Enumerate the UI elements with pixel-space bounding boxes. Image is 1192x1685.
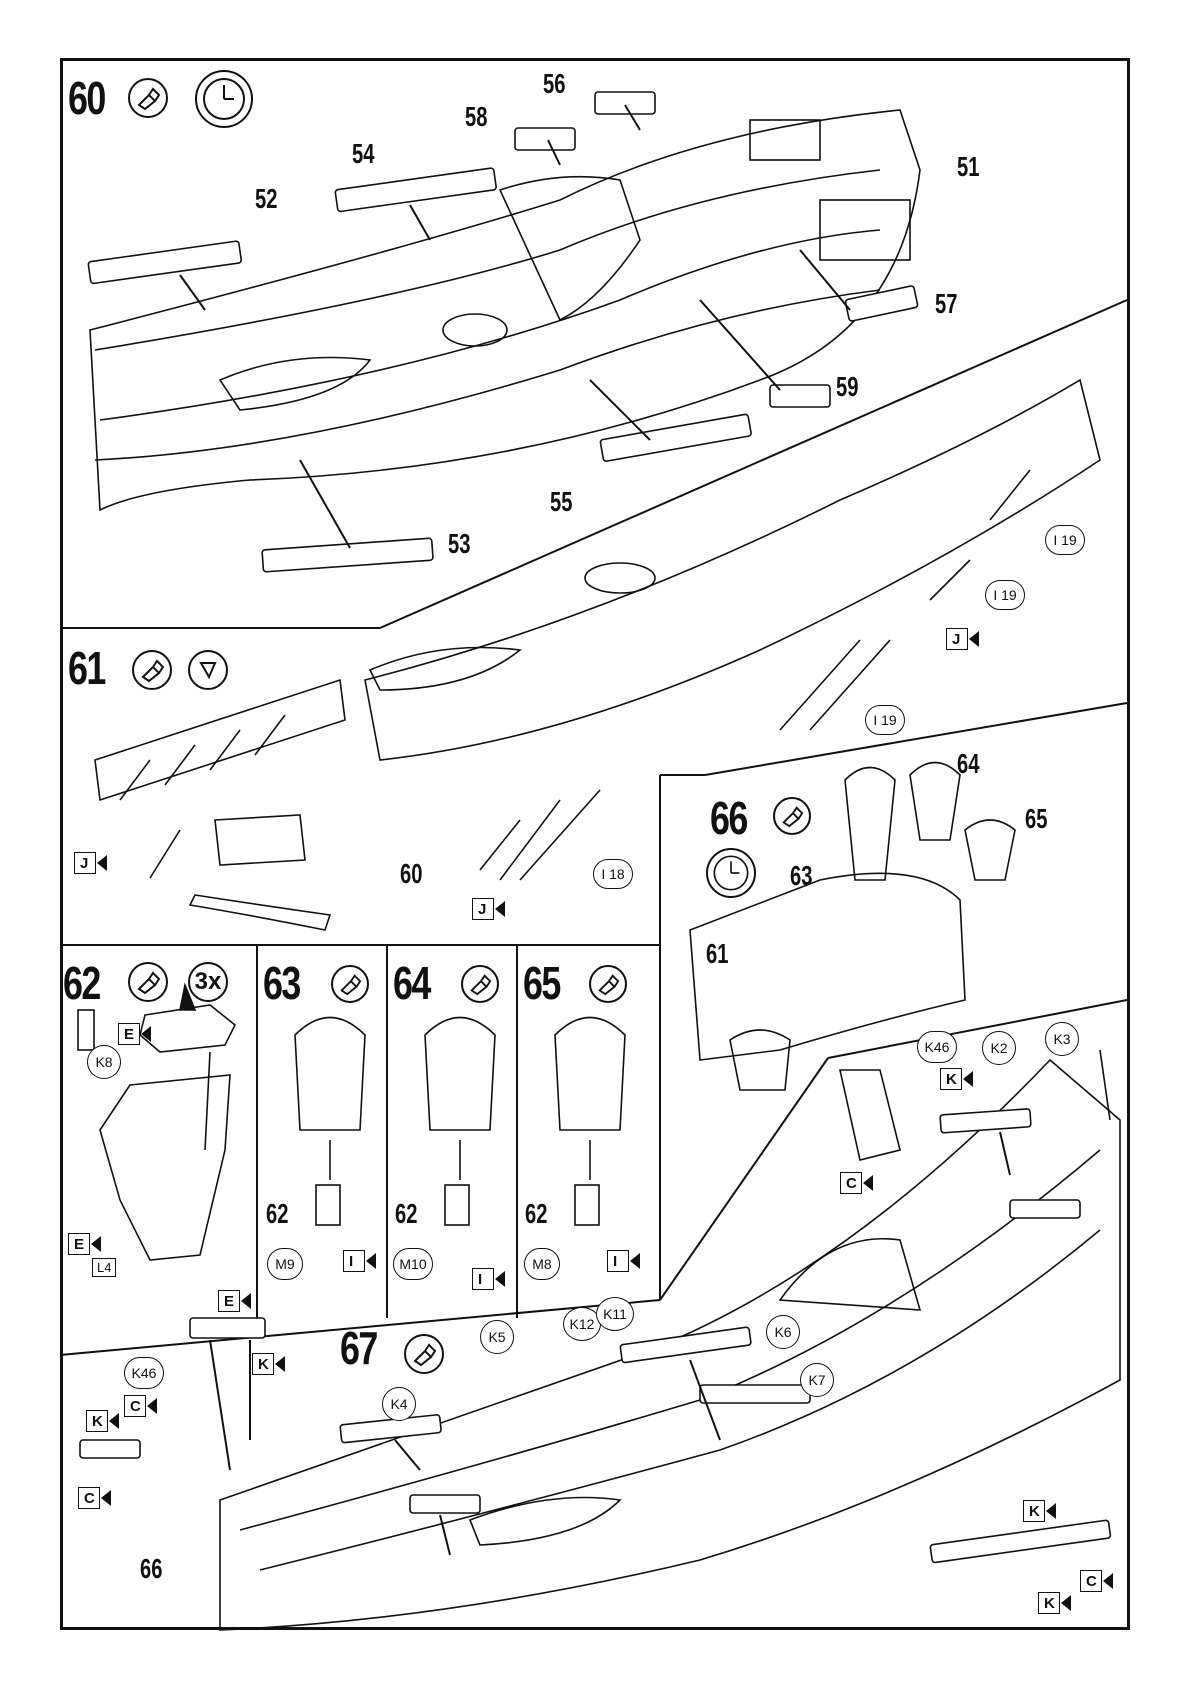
callout-m10: M10 [393, 1248, 433, 1280]
part-57: 57 [935, 290, 957, 318]
flag-k: K [86, 1410, 108, 1432]
flag-e: E [218, 1290, 240, 1312]
part-61: 61 [706, 940, 728, 968]
callout-i18: I 18 [593, 859, 633, 889]
flag-k: K [940, 1068, 962, 1090]
part-59: 59 [836, 373, 858, 401]
glue-icon [331, 965, 369, 1003]
paint-icon [188, 650, 228, 690]
callout-k8: K8 [87, 1045, 121, 1079]
part-66: 66 [140, 1555, 162, 1583]
flag-i: I [472, 1268, 494, 1290]
flag-k: K [1023, 1500, 1045, 1522]
part-65: 65 [1025, 805, 1047, 833]
clock-icon [706, 848, 756, 898]
flag-k: K [252, 1353, 274, 1375]
callout-k11: K11 [596, 1297, 634, 1331]
flag-c: C [1080, 1570, 1102, 1592]
callout-k4: K4 [382, 1387, 416, 1421]
part-62: 62 [525, 1200, 547, 1228]
step-61-number: 61 [68, 645, 105, 691]
callout-i19: I 19 [865, 705, 905, 735]
flag-k: K [1038, 1592, 1060, 1614]
callout-k6: K6 [766, 1315, 800, 1349]
glue-icon [128, 962, 168, 1002]
callout-k46: K46 [917, 1031, 957, 1063]
flag-c: C [124, 1395, 146, 1417]
part-60: 60 [400, 860, 422, 888]
part-54: 54 [352, 140, 374, 168]
flag-i: I [343, 1250, 365, 1272]
part-63: 63 [790, 862, 812, 890]
glue-icon [461, 965, 499, 1003]
hull-60 [90, 110, 920, 510]
callout-i19: I 19 [985, 580, 1025, 610]
glue-icon [404, 1334, 444, 1374]
part-62: 62 [266, 1200, 288, 1228]
repeat-badge: 3x [188, 962, 228, 1002]
step-64-number: 64 [393, 960, 430, 1006]
flag-c: C [840, 1172, 862, 1194]
part-51: 51 [957, 153, 979, 181]
flag-j: J [74, 852, 96, 874]
glue-icon [773, 797, 811, 835]
part-55: 55 [550, 488, 572, 516]
callout-l4: L4 [92, 1258, 116, 1277]
step-65-number: 65 [523, 960, 560, 1006]
flag-e: E [68, 1233, 90, 1255]
callout-m9: M9 [267, 1248, 303, 1280]
flag-j: J [472, 898, 494, 920]
step-66-number: 66 [710, 795, 747, 841]
callout-m8: M8 [524, 1248, 560, 1280]
glue-icon [128, 78, 168, 118]
callout-k7: K7 [800, 1363, 834, 1397]
callout-k3: K3 [1045, 1022, 1079, 1056]
callout-k46: K46 [124, 1357, 164, 1389]
flag-j: J [946, 628, 968, 650]
flag-e: E [118, 1023, 140, 1045]
clock-icon [195, 70, 253, 128]
step-67-number: 67 [340, 1325, 377, 1371]
part-53: 53 [448, 530, 470, 558]
part-62: 62 [395, 1200, 417, 1228]
glue-icon [589, 965, 627, 1003]
glue-icon [132, 650, 172, 690]
part-58: 58 [465, 103, 487, 131]
callout-k5: K5 [480, 1320, 514, 1354]
flag-i: I [607, 1250, 629, 1272]
flag-c: C [78, 1487, 100, 1509]
callout-i19: I 19 [1045, 525, 1085, 555]
part-64: 64 [957, 750, 979, 778]
step-63-number: 63 [263, 960, 300, 1006]
step-62-number: 62 [63, 960, 100, 1006]
part-52: 52 [255, 185, 277, 213]
part-56: 56 [543, 70, 565, 98]
step-60-number: 60 [68, 75, 105, 121]
callout-k2: K2 [982, 1031, 1016, 1065]
